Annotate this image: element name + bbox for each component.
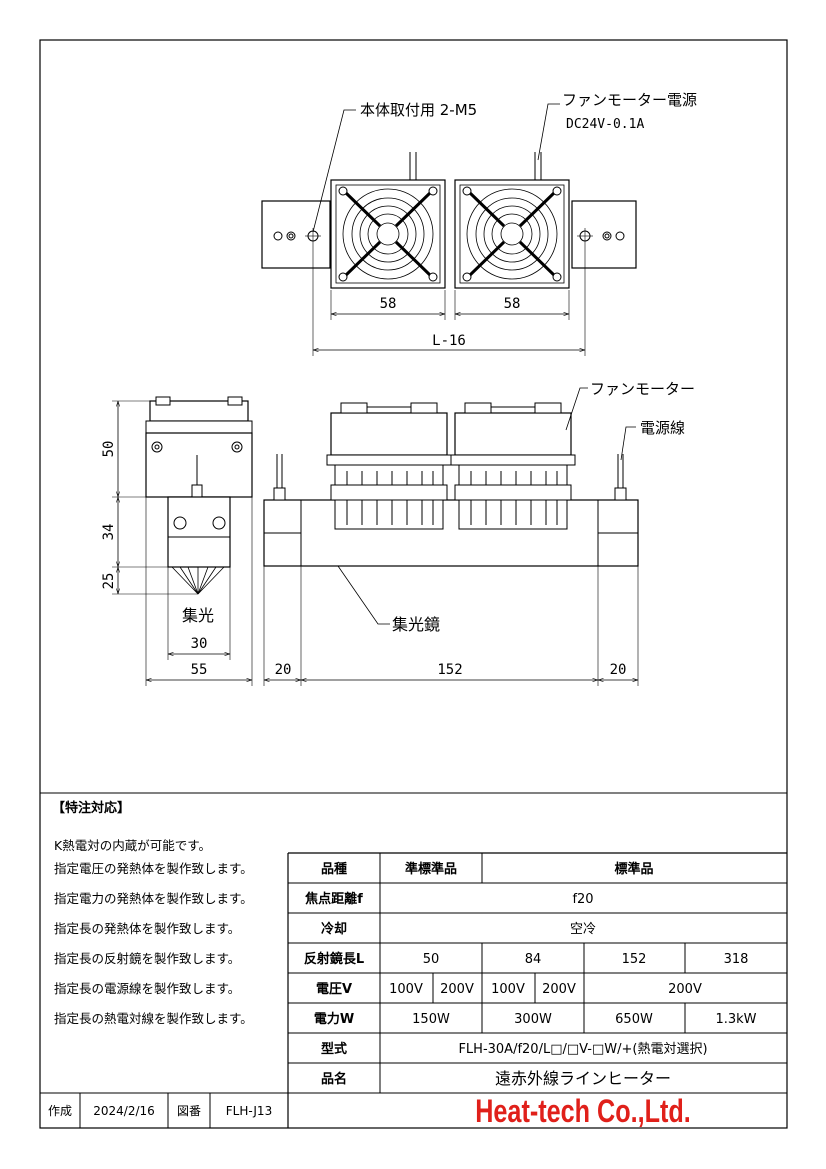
dim-height-top: 50 (101, 441, 117, 458)
left-mount-bracket (261, 200, 331, 269)
value-standard: 標準品 (614, 861, 653, 877)
value-voltage: 200V (542, 982, 576, 997)
value-reflector: 152 (622, 952, 647, 967)
label-product-type: 品種 (321, 861, 347, 877)
mount-label: 本体取付用 2-M5 (360, 101, 477, 119)
value-power: 1.3kW (715, 1012, 756, 1027)
special-order-item: 指定電力の発熱体を製作致します。 (54, 891, 253, 906)
company-logo: Heat-tech Co.,Ltd. (475, 1094, 691, 1130)
value-voltage: 100V (389, 982, 423, 997)
dim-body-width: 55 (191, 662, 208, 678)
dim-height-focus: 25 (101, 573, 117, 590)
special-order-item: 指定長の電源線を製作致します。 (54, 981, 240, 996)
dim-fan-width-1: 58 (380, 296, 397, 312)
special-order-notes: 【特注対応】 K熱電対の内蔵が可能です。 指定電圧の発熱体を製作致します。 指定… (52, 800, 253, 1026)
value-reflector: 50 (423, 952, 440, 967)
spec-table (40, 792, 787, 1128)
dim-center: 152 (437, 662, 462, 678)
value-power: 150W (412, 1012, 450, 1027)
fan-unit-right (453, 178, 571, 290)
value-power: 300W (514, 1012, 552, 1027)
special-order-item: 指定長の反射鏡を製作致します。 (54, 951, 240, 966)
value-power: 650W (615, 1012, 653, 1027)
label-voltage: 電圧V (316, 982, 352, 997)
sheet-border (39, 39, 788, 1129)
special-order-item: K熱電対の内蔵が可能です。 (54, 838, 211, 853)
dim-right-end: 20 (610, 662, 627, 678)
created-label: 作成 (48, 1104, 72, 1118)
front-view: ファンモーター 電源線 集光鏡 20 152 20 (263, 380, 695, 686)
value-voltage: 200V (440, 982, 474, 997)
special-order-title: 【特注対応】 (52, 800, 130, 816)
label-cooling: 冷却 (321, 921, 347, 937)
label-reflector: 反射鏡長L (304, 951, 364, 967)
dim-pitch: L-16 (432, 333, 466, 349)
special-order-item: 指定長の熱電対線を製作致します。 (54, 1011, 253, 1026)
special-order-item: 指定長の発熱体を製作致します。 (54, 921, 240, 936)
value-voltage: 200V (668, 982, 702, 997)
created-date: 2024/2/16 (93, 1104, 155, 1118)
value-name: 遠赤外線ラインヒーター (495, 1069, 671, 1088)
dim-nozzle-width: 30 (191, 636, 208, 652)
reflector-label: 集光鏡 (392, 615, 440, 634)
value-model: FLH-30A/f20/L□/□V-□W/+(熱電対選択) (458, 1042, 707, 1057)
value-semi-standard: 準標準品 (405, 861, 457, 877)
fan-block-left (326, 402, 452, 530)
fan-power-spec: DC24V-0.1A (566, 117, 644, 132)
dim-height-mid: 34 (101, 524, 117, 541)
title-block: 作成 2024/2/16 図番 FLH-J13 Heat-tech Co.,Lt… (48, 1093, 691, 1130)
value-reflector: 84 (525, 952, 542, 967)
drawing-number: FLH-J13 (226, 1104, 272, 1118)
value-cooling: 空冷 (570, 922, 596, 937)
fan-motor-label: ファンモーター (590, 380, 695, 398)
top-view: 本体取付用 2-M5 ファンモーター電源 DC24V-0.1A 58 58 L-… (261, 91, 697, 356)
label-model: 型式 (321, 1041, 347, 1057)
drawing-label: 図番 (177, 1104, 201, 1118)
dim-fan-width-2: 58 (504, 296, 521, 312)
fan-unit-left (329, 178, 447, 290)
reflector-body (263, 499, 639, 567)
value-focal: f20 (572, 892, 593, 907)
focus-label: 集光 (182, 606, 214, 625)
label-power: 電力W (314, 1011, 354, 1027)
fan-power-label: ファンモーター電源 (562, 91, 697, 109)
dim-left-end: 20 (275, 662, 292, 678)
value-reflector: 318 (724, 952, 749, 967)
fan-block-right (450, 402, 576, 530)
special-order-item: 指定電圧の発熱体を製作致します。 (54, 861, 253, 876)
label-focal: 焦点距離f (304, 891, 363, 907)
right-mount-bracket (571, 200, 637, 269)
side-view: 集光 50 34 25 30 55 (101, 396, 253, 686)
power-wire-label: 電源線 (640, 419, 685, 437)
label-name: 品名 (321, 1071, 347, 1087)
value-voltage: 100V (491, 982, 525, 997)
